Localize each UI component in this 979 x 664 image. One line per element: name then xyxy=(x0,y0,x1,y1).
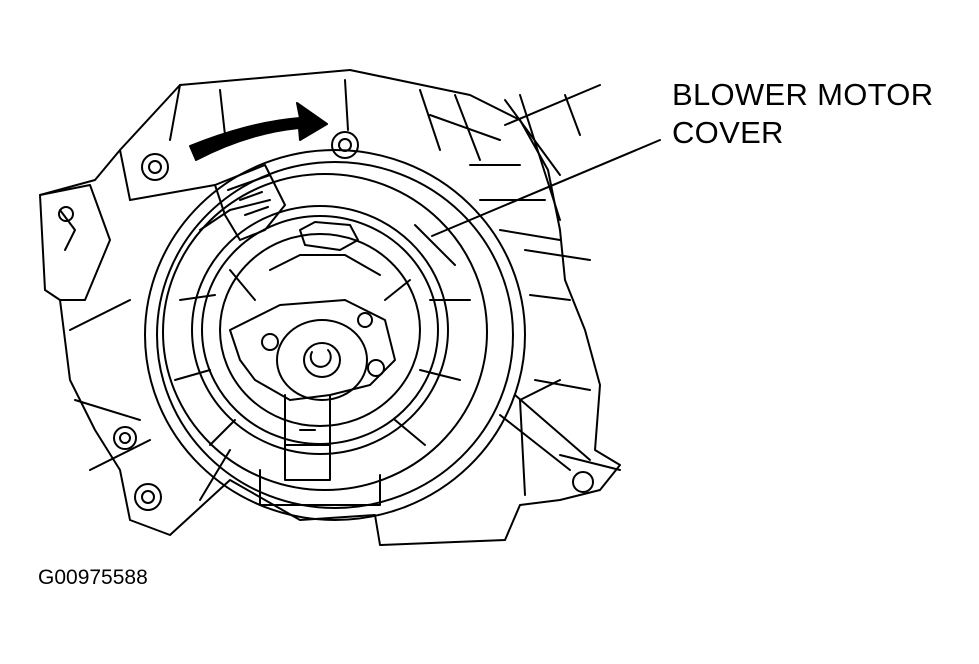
rotation-arrow-icon xyxy=(189,102,328,161)
mounting-bosses xyxy=(113,131,594,511)
blower-motor-cover-label: BLOWER MOTOR COVER xyxy=(672,76,933,152)
figure-id: G00975588 xyxy=(38,566,148,589)
electrical-connector xyxy=(214,164,286,241)
callout-line-2: COVER xyxy=(672,115,784,150)
blower-motor-cover xyxy=(144,149,526,521)
callout-leader-line xyxy=(431,139,661,237)
motor-hub xyxy=(229,221,411,481)
callout-line-1: BLOWER MOTOR xyxy=(672,77,934,112)
blower-housing xyxy=(39,69,621,546)
